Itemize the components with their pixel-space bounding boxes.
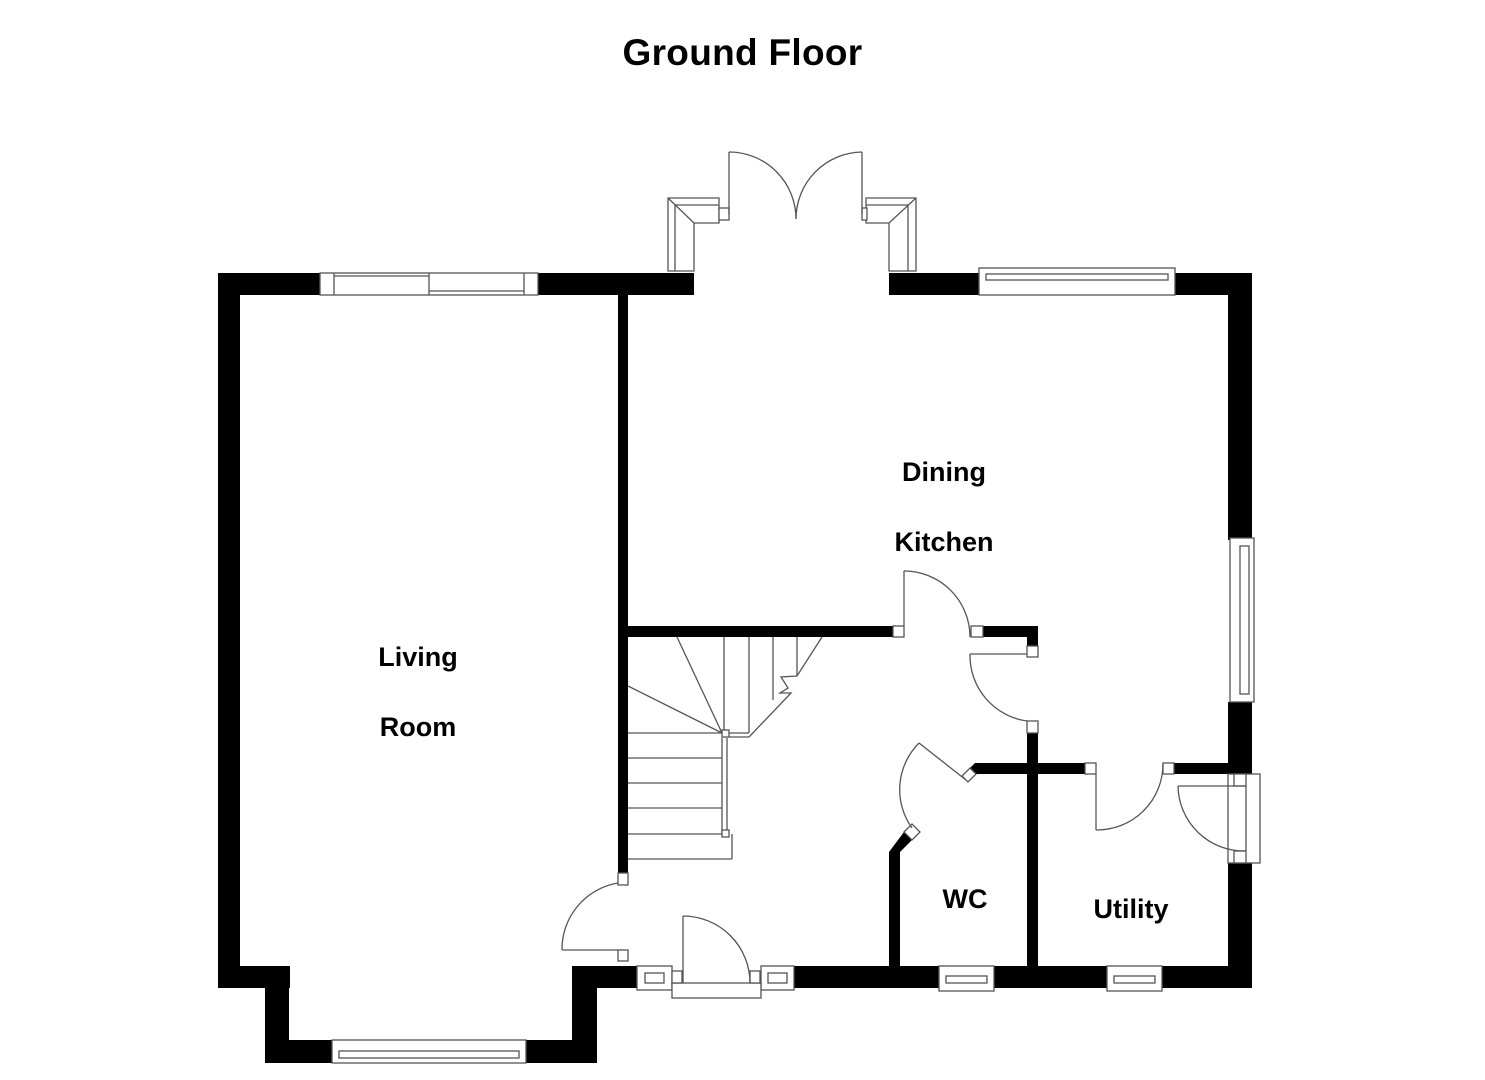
living-room-label-line2: Room <box>379 712 457 742</box>
window-hall-sidelight-left <box>636 965 673 991</box>
room-label-wc: WC <box>942 884 988 914</box>
room-label-dining-kitchen: Dining Kitchen <box>874 420 1014 595</box>
room-label-utility: Utility <box>1093 894 1169 924</box>
utility-side-door <box>1177 773 1261 864</box>
window-kitchen-top <box>978 267 1176 296</box>
dining-kitchen-label-line2: Kitchen <box>894 527 994 557</box>
living-room-label-line1: Living <box>378 642 458 672</box>
wc-door <box>899 742 977 841</box>
french-doors <box>667 151 917 272</box>
front-door <box>671 915 762 999</box>
window-hall-sidelight-right <box>760 965 795 991</box>
window-wc <box>938 965 995 992</box>
dining-kitchen-label-line1: Dining <box>902 457 986 487</box>
internal-walls <box>618 295 1228 966</box>
staircase <box>627 636 823 860</box>
room-label-living-room: Living Room <box>350 605 486 780</box>
window-utility <box>1106 965 1163 992</box>
outer-walls <box>218 273 1252 1063</box>
plan-title: Ground Floor <box>622 32 863 73</box>
utility-door <box>1084 762 1175 831</box>
window-living-top <box>319 272 539 296</box>
window-living-bay <box>331 1039 527 1064</box>
window-kitchen-side <box>1229 537 1255 703</box>
kitchen-hall-door <box>892 570 1039 734</box>
living-room-door <box>561 872 629 962</box>
